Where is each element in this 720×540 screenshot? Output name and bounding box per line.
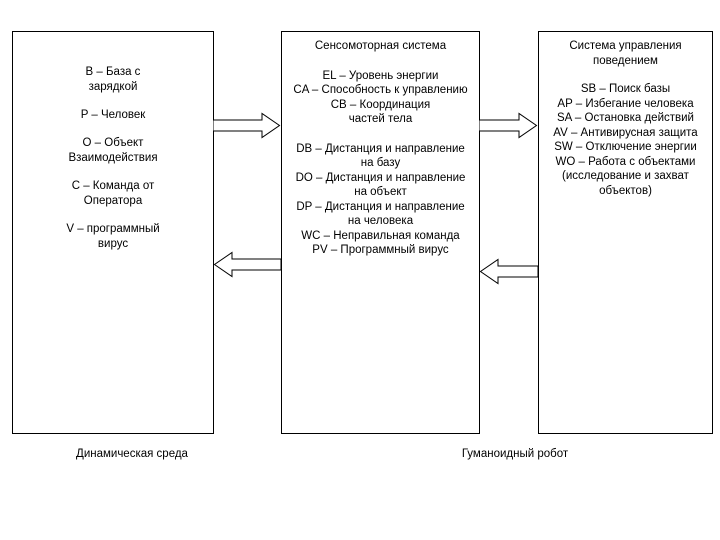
box-title-line: поведением [593, 54, 658, 67]
legend-item-person: P – Человек [13, 108, 213, 123]
sensorimotor-system-box: Сенсомоторная система EL – Уровень энерг… [281, 31, 480, 434]
legend-item-base: B – База с зарядкой [13, 65, 213, 95]
behaviors-group: SB – Поиск базы AP – Избегание человека … [539, 82, 712, 198]
behavior-line: SB – Поиск базы [580, 83, 671, 95]
box-title: Сенсомоторная система [314, 40, 447, 52]
signal-line: CB – Координация [330, 98, 431, 111]
box-title-line: Система управления [569, 40, 682, 52]
behavior-line: AV – Антивирусная защита [553, 126, 698, 139]
arrow-left-sensor-to-env-icon [213, 251, 281, 278]
arrow-right-env-to-sensor-icon [213, 112, 281, 139]
signal-line: PV – Программный вирус [312, 244, 449, 256]
signal-line: WC – Неправильная команда [301, 229, 460, 242]
behavior-line: WO – Работа с объектами [555, 155, 696, 168]
signal-line: DP – Дистанция и направление [296, 200, 465, 213]
legend-line: Взаимодействия [68, 152, 158, 164]
legend-line: P – Человек [80, 109, 146, 121]
internal-signals-group: EL – Уровень энергии CA – Способность к … [282, 69, 479, 127]
signal-line: DO – Дистанция и направление [295, 171, 466, 184]
legend-line: B – База с [85, 66, 141, 78]
signal-line: на человека [347, 215, 414, 227]
signal-line: на базу [360, 157, 401, 169]
behavior-line: (исследование и захват [562, 170, 689, 182]
signal-line: частей тела [348, 113, 413, 125]
behavior-line: SA – Остановка действий [557, 112, 694, 124]
legend-line: V – программный [66, 223, 160, 235]
behavior-line: SW – Отключение энергии [554, 141, 697, 153]
legend-item-command: C – Команда от Оператора [13, 179, 213, 209]
arrow-right-sensor-to-behavior-icon [479, 112, 538, 139]
environment-caption: Динамическая среда [76, 448, 188, 460]
behavior-control-box: Система управления поведением SB – Поиск… [538, 31, 713, 434]
behavior-line: объектов) [599, 184, 652, 197]
signal-line: CA – Способность к управлению [293, 84, 468, 96]
legend-line: O – Объект [82, 137, 144, 149]
environment-box: B – База с зарядкой P – Человек O – Объе… [12, 31, 214, 434]
external-signals-group: DB – Дистанция и направление на базу DO … [282, 142, 479, 258]
signal-line: на объект [354, 186, 407, 198]
legend-line: вирус [97, 238, 129, 250]
legend-line: Оператора [83, 195, 143, 207]
legend-line: C – Команда от [71, 180, 155, 192]
arrow-left-behavior-to-sensor-icon [479, 258, 538, 285]
signal-line: EL – Уровень энергии [322, 69, 439, 82]
legend-item-object: O – Объект Взаимодействия [13, 136, 213, 166]
legend-line: зарядкой [88, 81, 138, 93]
behavior-line: AP – Избегание человека [557, 97, 694, 110]
signal-line: DB – Дистанция и направление [296, 142, 465, 155]
robot-caption: Гуманоидный робот [461, 448, 569, 460]
box-title: Система управления поведением [539, 39, 712, 68]
legend-item-virus: V – программный вирус [13, 222, 213, 252]
